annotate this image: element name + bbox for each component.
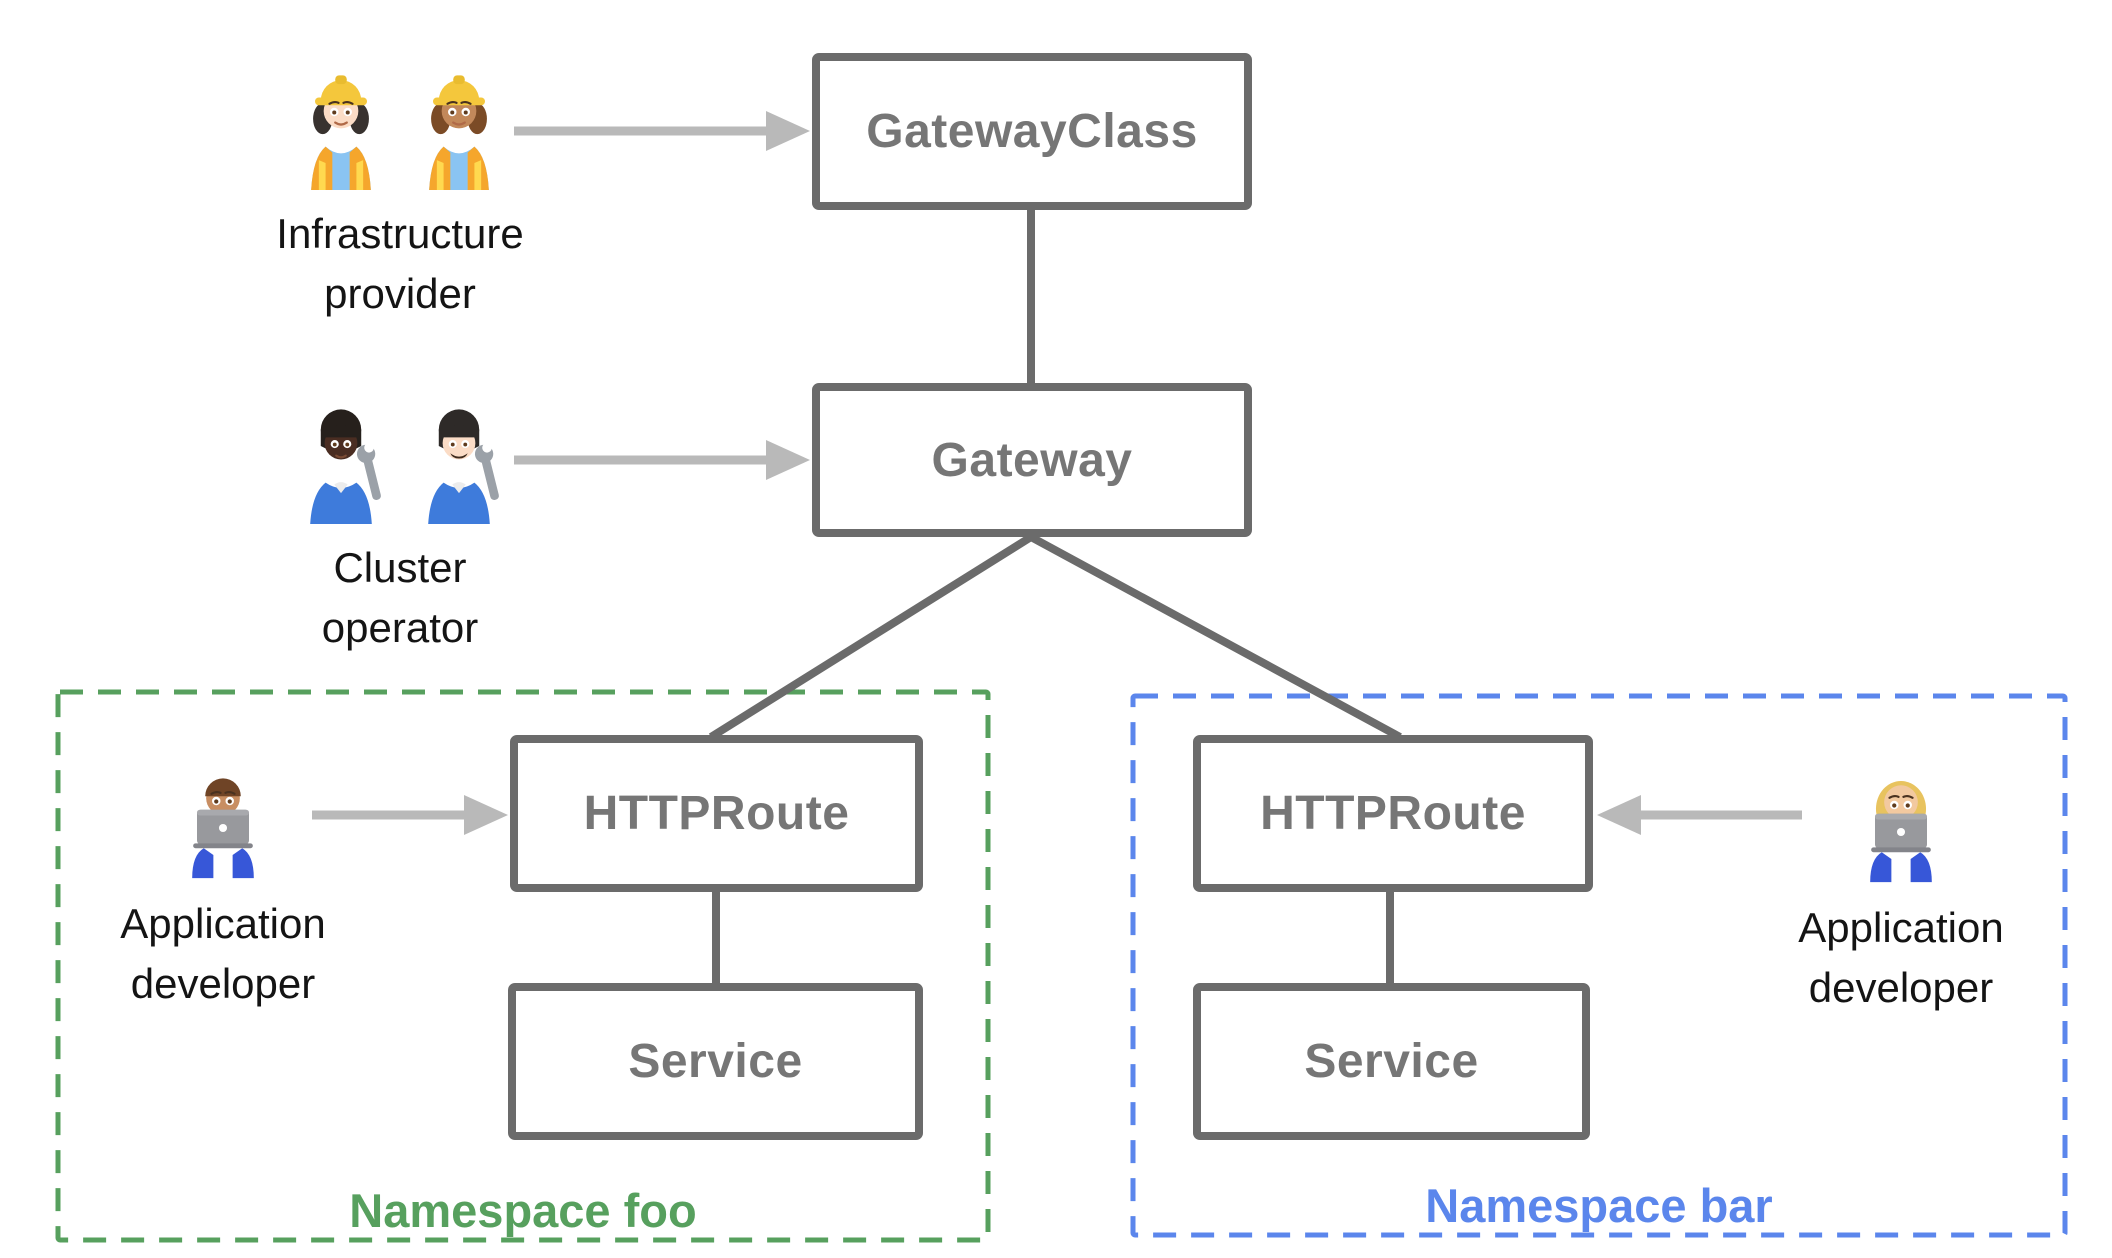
cluster-operator-persona: Cluster operator — [210, 394, 590, 657]
application-developer-bar-arrow — [1597, 795, 1802, 835]
infrastructure-provider-figures — [290, 60, 510, 190]
httproute-foo-node: HTTPRoute — [510, 735, 923, 892]
infrastructure-provider-label: Infrastructure provider — [276, 204, 523, 323]
man-mechanic-light-skin-icon — [408, 394, 510, 524]
cluster-operator-figures — [290, 394, 510, 524]
woman-technologist-blonde-icon — [1850, 754, 1952, 884]
gateway-node: Gateway — [812, 383, 1252, 537]
label-line: provider — [324, 269, 476, 317]
label-line: Application — [120, 900, 326, 947]
man-technologist-medium-skin-icon — [172, 750, 274, 880]
label-line: operator — [321, 603, 479, 651]
namespace-foo-border — [55, 689, 991, 1243]
woman-construction-worker-light-skin-icon — [290, 60, 392, 190]
httproute-bar-node: HTTPRoute — [1193, 735, 1593, 892]
label-line: developer — [1808, 963, 1994, 1011]
woman-construction-worker-medium-skin-icon — [408, 60, 510, 190]
cluster-operator-arrow — [514, 440, 810, 480]
application-developer-foo-persona: Application developer — [70, 750, 376, 1013]
application-developer-foo-label: Application developer — [120, 894, 325, 1013]
application-developer-bar-figures — [1850, 754, 1952, 884]
application-developer-bar-persona: Application developer — [1748, 754, 2054, 1017]
namespace-bar-border — [1130, 693, 2068, 1238]
namespace-foo-label: Namespace foo — [349, 1184, 697, 1237]
label-line: Application — [1798, 904, 2004, 951]
application-developer-bar-label: Application developer — [1798, 898, 2003, 1017]
infrastructure-provider-persona: Infrastructure provider — [210, 60, 590, 323]
infrastructure-provider-arrow — [514, 111, 810, 151]
label-line: developer — [130, 959, 316, 1007]
application-developer-foo-arrow — [312, 795, 508, 835]
service-foo-node: Service — [508, 983, 923, 1140]
gateway-httproutes-connector — [708, 533, 1402, 741]
service-bar-node: Service — [1193, 983, 1590, 1140]
label-line: Cluster — [333, 544, 467, 591]
gatewayclass-node: GatewayClass — [812, 53, 1252, 210]
label-line: Infrastructure — [276, 210, 524, 257]
cluster-operator-label: Cluster operator — [322, 538, 478, 657]
application-developer-foo-figures — [172, 750, 274, 880]
mechanic-dark-skin-icon — [290, 394, 392, 524]
namespace-bar-label: Namespace bar — [1425, 1179, 1773, 1232]
